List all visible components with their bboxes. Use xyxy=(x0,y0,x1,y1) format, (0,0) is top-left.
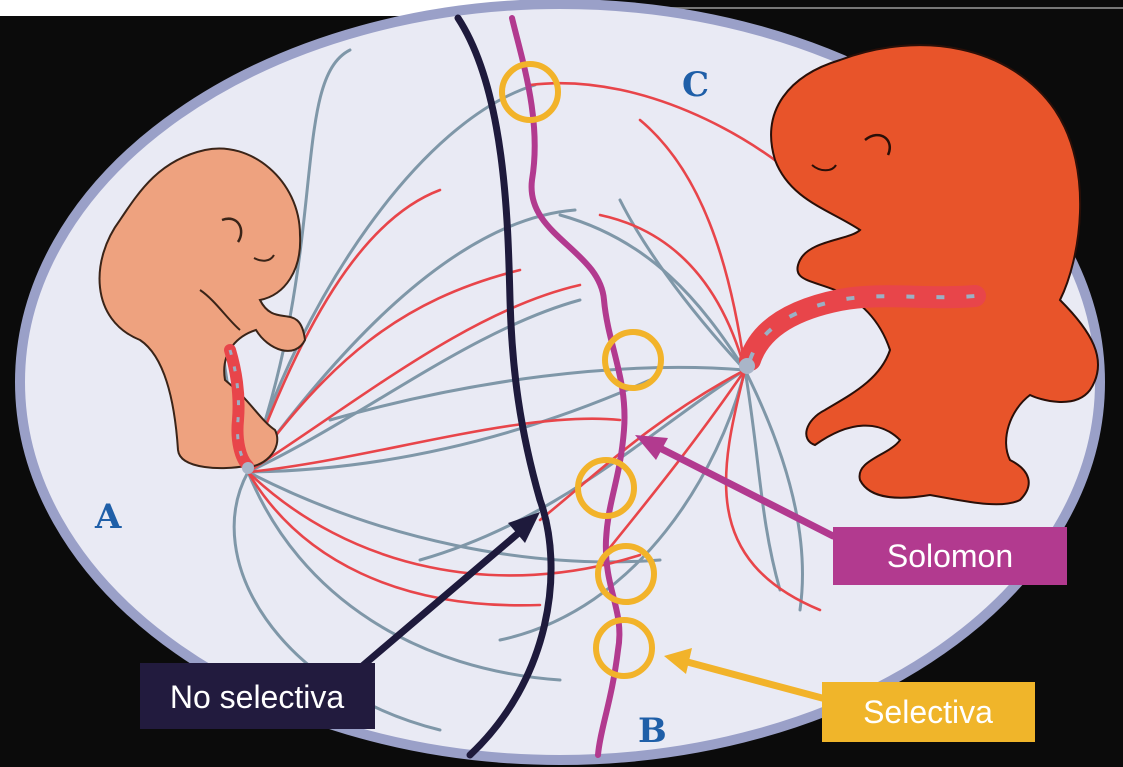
no-selectiva-callout: No selectiva xyxy=(140,663,375,729)
label-b: B xyxy=(638,711,667,751)
label-a: A xyxy=(94,497,122,537)
selectiva-text: Selectiva xyxy=(863,694,993,730)
solomon-callout: Solomon xyxy=(833,527,1067,585)
label-c: C xyxy=(682,65,709,105)
no-selectiva-text: No selectiva xyxy=(170,679,345,715)
solomon-text: Solomon xyxy=(887,538,1013,574)
selectiva-callout: Selectiva xyxy=(822,682,1035,742)
